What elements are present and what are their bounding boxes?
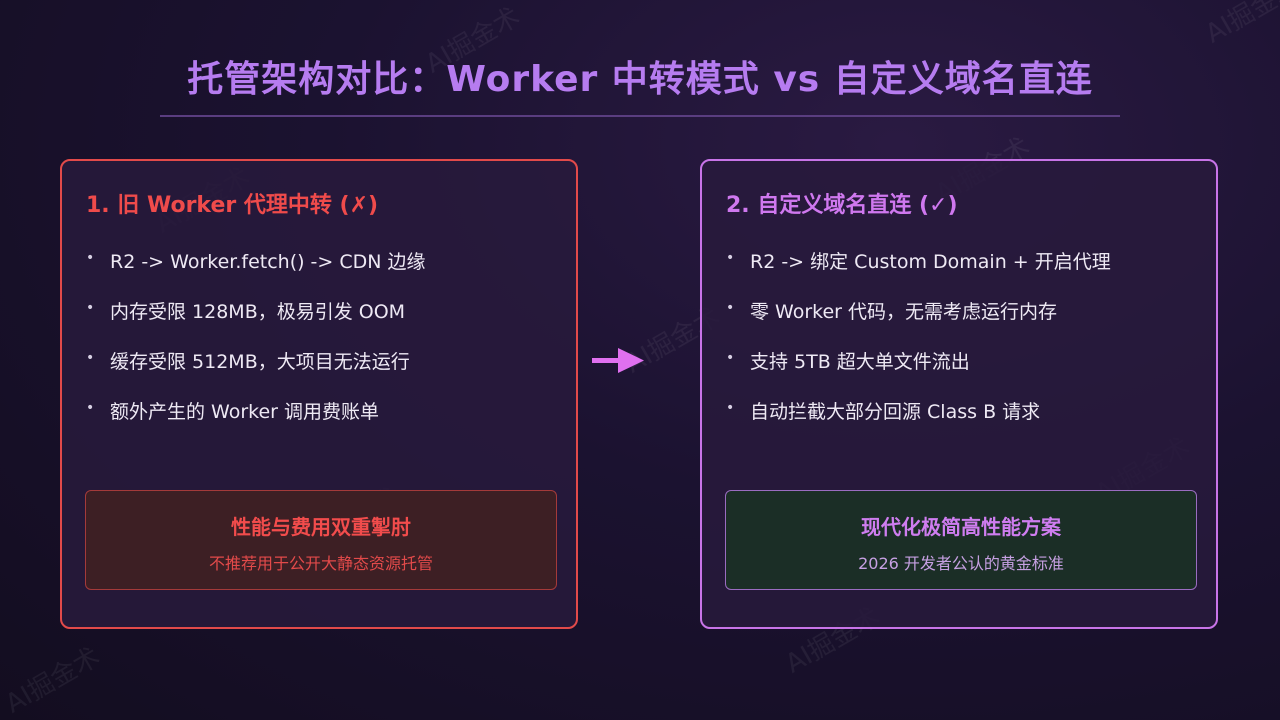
- callout-title: 性能与费用双重掣肘: [231, 515, 411, 539]
- bullet-text: 缓存受限 512MB，大项目无法运行: [110, 351, 410, 373]
- custom-domain-card: 2. 自定义域名直连 (✓) • R2 -> 绑定 Custom Domain +…: [700, 159, 1218, 629]
- card-heading: 1. 旧 Worker 代理中转 (✗): [86, 193, 379, 218]
- bullet-text: R2 -> 绑定 Custom Domain + 开启代理: [750, 251, 1111, 273]
- callout-subtitle: 2026 开发者公认的黄金标准: [858, 554, 1064, 573]
- list-item: • 自动拦截大部分回源 Class B 请求: [726, 397, 1111, 447]
- bullet-icon: •: [86, 350, 95, 366]
- bullet-icon: •: [86, 250, 95, 266]
- bullet-icon: •: [726, 300, 735, 316]
- list-item: • R2 -> Worker.fetch() -> CDN 边缘: [86, 247, 426, 297]
- warning-callout: 性能与费用双重掣肘 不推荐用于公开大静态资源托管: [85, 490, 557, 590]
- bullet-icon: •: [86, 400, 95, 416]
- recommendation-callout: 现代化极简高性能方案 2026 开发者公认的黄金标准: [725, 490, 1197, 590]
- bullet-icon: •: [726, 400, 735, 416]
- bullet-icon: •: [726, 250, 735, 266]
- callout-subtitle: 不推荐用于公开大静态资源托管: [208, 554, 433, 573]
- list-item: • 零 Worker 代码，无需考虑运行内存: [726, 297, 1111, 347]
- bullet-text: 支持 5TB 超大单文件流出: [750, 351, 970, 373]
- bullet-text: 零 Worker 代码，无需考虑运行内存: [750, 301, 1058, 323]
- bullet-text: 额外产生的 Worker 调用费账单: [110, 401, 380, 423]
- bullet-text: 内存受限 128MB，极易引发 OOM: [110, 301, 406, 323]
- list-item: • 支持 5TB 超大单文件流出: [726, 347, 1111, 397]
- card-heading: 2. 自定义域名直连 (✓): [726, 193, 958, 218]
- bullet-icon: •: [726, 350, 735, 366]
- bullet-list: • R2 -> 绑定 Custom Domain + 开启代理 • 零 Worker…: [726, 247, 1111, 447]
- title-divider: [160, 115, 1120, 117]
- bullet-list: • R2 -> Worker.fetch() -> CDN 边缘 • 内存受限 12…: [86, 247, 426, 447]
- watermark: AI掘金术: [1200, 0, 1280, 50]
- page-title: 托管架构对比：Worker 中转模式 vs 自定义域名直连: [187, 59, 1093, 100]
- bullet-icon: •: [86, 300, 95, 316]
- right-arrow-icon: [592, 348, 644, 373]
- list-item: • 内存受限 128MB，极易引发 OOM: [86, 297, 426, 347]
- worker-proxy-card: 1. 旧 Worker 代理中转 (✗) • R2 -> Worker.fetch…: [60, 159, 578, 629]
- list-item: • 缓存受限 512MB，大项目无法运行: [86, 347, 426, 397]
- callout-title: 现代化极简高性能方案: [861, 515, 1061, 539]
- bullet-text: R2 -> Worker.fetch() -> CDN 边缘: [110, 251, 426, 273]
- list-item: • R2 -> 绑定 Custom Domain + 开启代理: [726, 247, 1111, 297]
- list-item: • 额外产生的 Worker 调用费账单: [86, 397, 426, 447]
- bullet-text: 自动拦截大部分回源 Class B 请求: [750, 401, 1041, 423]
- watermark: AI掘金术: [0, 641, 106, 720]
